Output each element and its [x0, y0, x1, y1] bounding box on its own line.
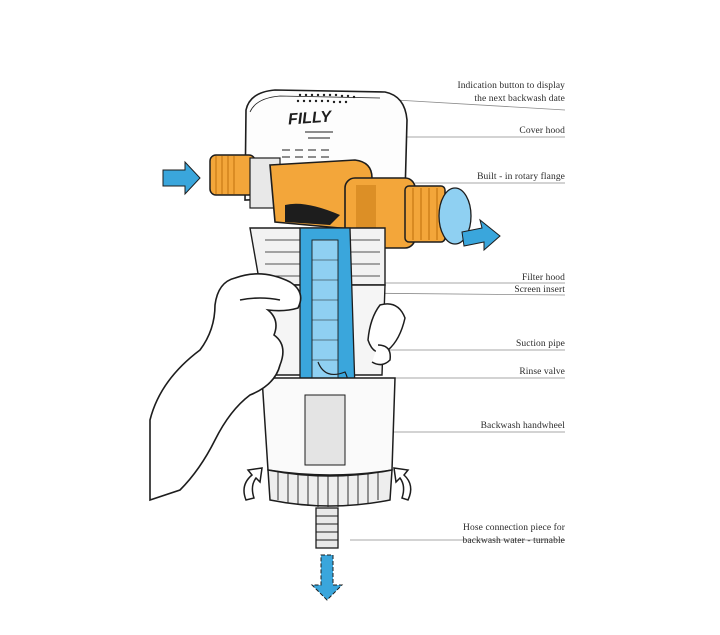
label-rinse-valve: Rinse valve [519, 367, 565, 377]
label-backwash-handwheel: Backwash handwheel [480, 421, 565, 431]
rotate-arrow-right [393, 467, 412, 501]
rotary-flange [269, 159, 472, 249]
drain-arrow [310, 554, 344, 601]
label-cover-hood: Cover hood [519, 126, 565, 136]
outlet-arrow [461, 218, 501, 252]
label-hose-connection: Hose connection piece for backwash water… [462, 523, 565, 546]
brand-logo: FILLY [287, 108, 332, 129]
backwash-handwheel [261, 377, 396, 507]
label-indication-button: Indication button to display the next ba… [457, 81, 565, 104]
inlet-arrow [162, 160, 201, 196]
screen-insert [299, 227, 356, 396]
label-filter-hood: Filter hood [521, 273, 565, 283]
label-screen-insert: Screen insert [514, 285, 565, 295]
label-suction-pipe: Suction pipe [516, 339, 565, 349]
hose-connection [315, 507, 339, 549]
right-hand [367, 303, 406, 366]
label-rotary-flange: Built - in rotary flange [477, 172, 565, 182]
rotate-arrow-left [243, 467, 263, 501]
left-hand [149, 273, 302, 502]
